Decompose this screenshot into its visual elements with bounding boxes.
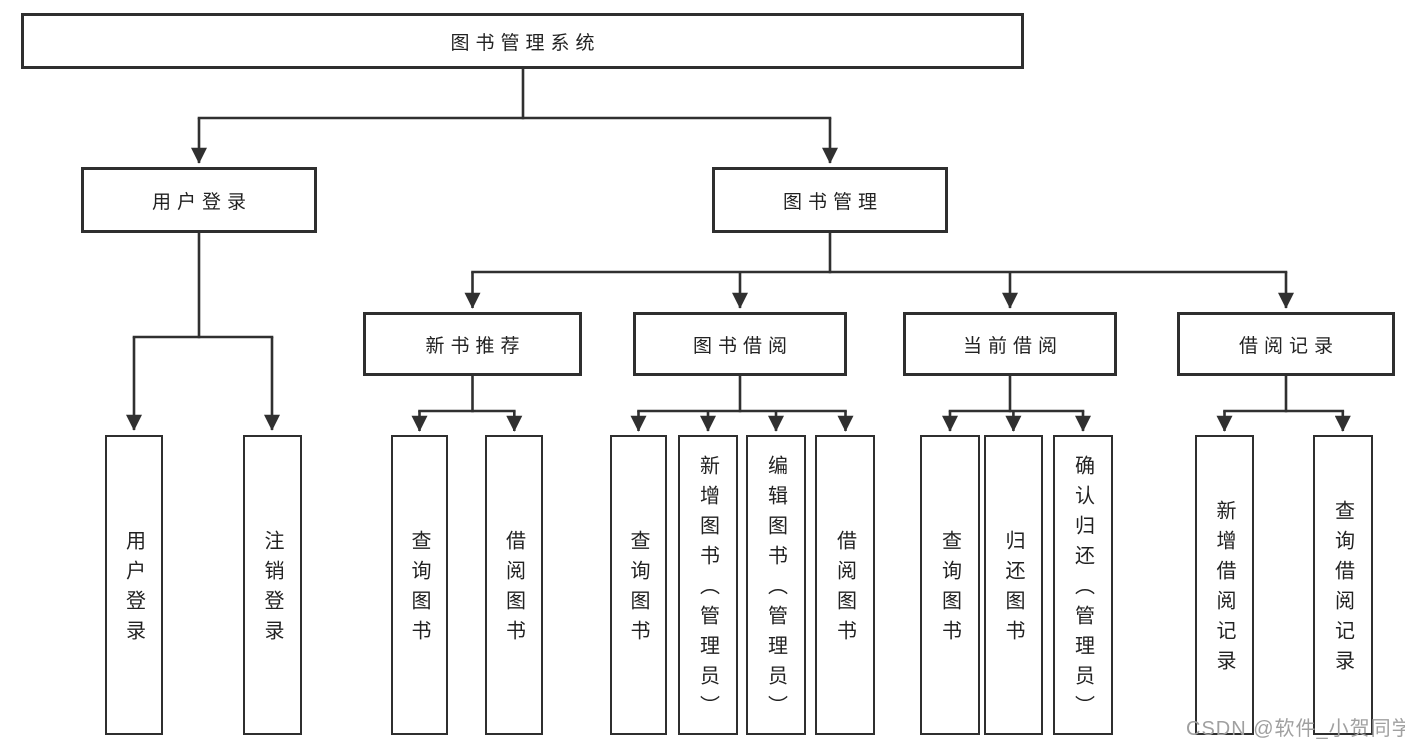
leaf-query-books-current: 查询图书 xyxy=(920,435,980,735)
leaf-query-borrow-record: 查询借阅记录 xyxy=(1313,435,1373,735)
leaf-borrow-books: 借阅图书 xyxy=(815,435,875,735)
node-library-management-system: 图书管理系统 xyxy=(21,13,1024,69)
node-borrowing-records: 借阅记录 xyxy=(1177,312,1395,376)
leaf-confirm-return-admin: 确认归还（管理员） xyxy=(1053,435,1113,735)
leaf-return-books: 归还图书 xyxy=(984,435,1043,735)
csdn-watermark: CSDN @软件_小贺同学 xyxy=(1186,718,1405,740)
node-user-login: 用户登录 xyxy=(81,167,317,233)
node-book-management: 图书管理 xyxy=(712,167,948,233)
node-book-borrowing: 图书借阅 xyxy=(633,312,847,376)
leaf-edit-books-admin: 编辑图书（管理员） xyxy=(746,435,806,735)
leaf-logout: 注销登录 xyxy=(243,435,302,735)
node-current-borrowing: 当前借阅 xyxy=(903,312,1117,376)
leaf-add-borrow-record: 新增借阅记录 xyxy=(1195,435,1254,735)
leaf-add-books-admin: 新增图书（管理员） xyxy=(678,435,738,735)
leaf-user-login: 用户登录 xyxy=(105,435,163,735)
node-new-book-recommend: 新书推荐 xyxy=(363,312,582,376)
leaf-query-books-recommend: 查询图书 xyxy=(391,435,448,735)
leaf-borrow-books-recommend: 借阅图书 xyxy=(485,435,543,735)
leaf-query-books-borrowing: 查询图书 xyxy=(610,435,667,735)
